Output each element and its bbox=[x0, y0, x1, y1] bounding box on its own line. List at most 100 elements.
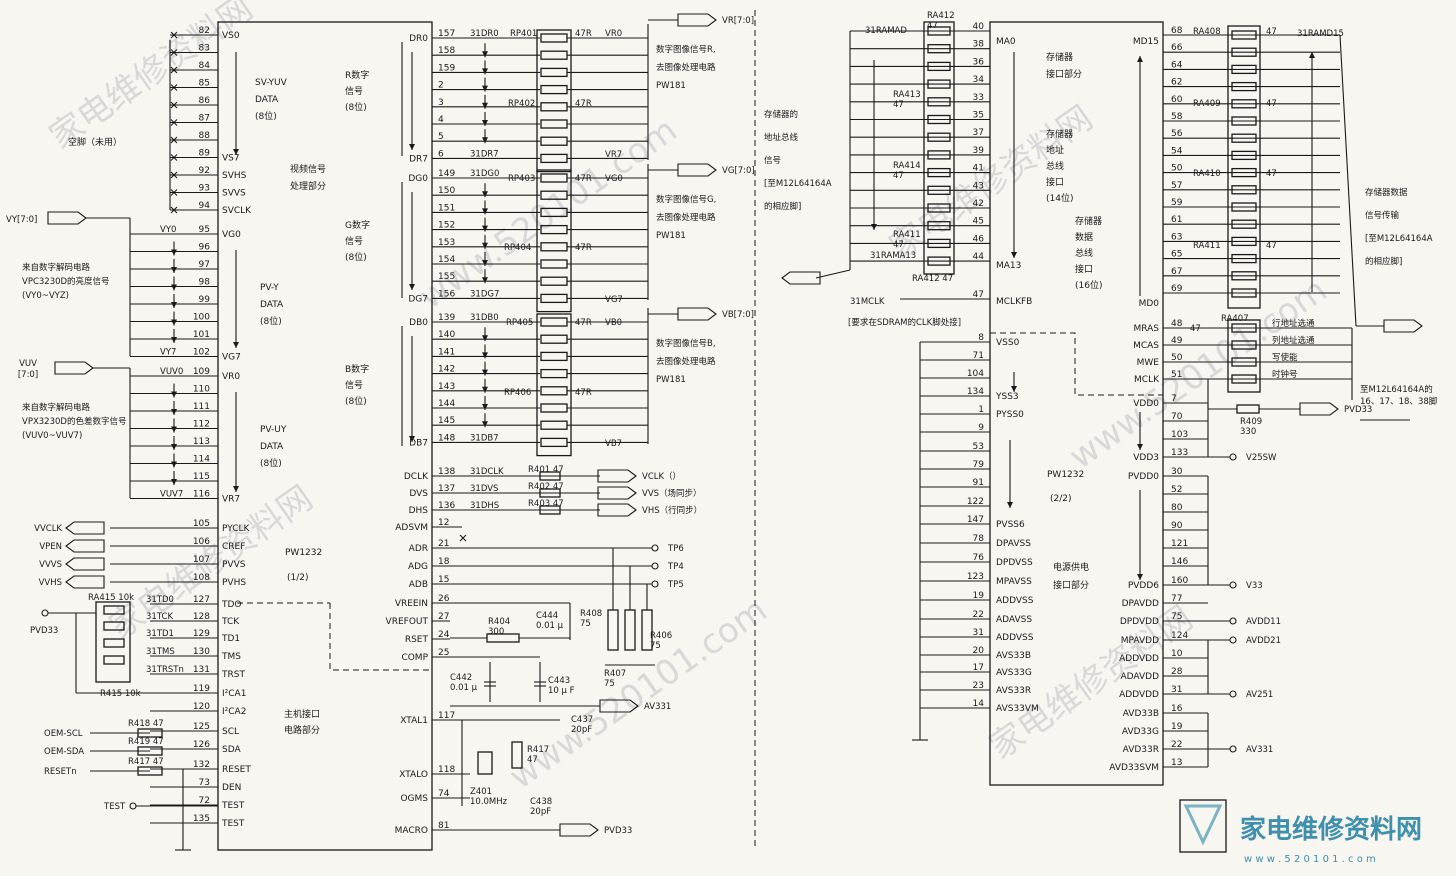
ctrl-network bbox=[1227, 319, 1261, 393]
b-resistor bbox=[540, 386, 568, 396]
pin-number: 80 bbox=[1171, 503, 1183, 513]
vr7-label: VR7 bbox=[605, 150, 622, 160]
pin-number: 46 bbox=[973, 234, 985, 244]
c444-label: C444 bbox=[536, 611, 558, 621]
pin-name: OGMS bbox=[400, 794, 428, 804]
net-label: VY7 bbox=[160, 348, 176, 358]
pin-number: 43 bbox=[973, 181, 984, 191]
ramad13-label: 31RAMA13 bbox=[870, 251, 916, 261]
ra412-label: RA412 bbox=[927, 11, 955, 21]
vg0-label: VG0 bbox=[605, 174, 623, 184]
pin-number: 158 bbox=[438, 46, 455, 56]
right-section-divider bbox=[990, 332, 1163, 396]
vg7-label: VG7 bbox=[605, 295, 623, 305]
ctrl-r47-label: 47 bbox=[1190, 324, 1201, 334]
data-resistor bbox=[1231, 167, 1257, 178]
watermark-text: 家电维修资料网 bbox=[882, 98, 1100, 267]
data-bus-label: 存储器 bbox=[1075, 215, 1102, 227]
logo-url: w w w . 5 2 0 1 0 1 . c o m bbox=[1244, 854, 1376, 865]
vdd-terminal bbox=[1229, 581, 1237, 589]
data-resistor bbox=[1231, 64, 1257, 75]
b-group-label: (8位) bbox=[345, 395, 367, 407]
pin-name: DG7 bbox=[408, 294, 428, 304]
vuv-arrow-head bbox=[171, 426, 177, 433]
net-label: 31DR7 bbox=[470, 149, 499, 159]
data-resistor bbox=[1231, 30, 1257, 40]
rp402-label: RP402 bbox=[508, 99, 535, 109]
pin-name: TD1 bbox=[221, 634, 240, 644]
pin-number: 107 bbox=[193, 555, 210, 565]
g-data-arrow-head bbox=[409, 284, 415, 290]
g-arrow-head bbox=[482, 208, 488, 215]
pin-number: 71 bbox=[973, 351, 984, 361]
no-connect-mark bbox=[170, 171, 178, 179]
pin-name: TCK bbox=[221, 617, 240, 627]
pin-number: 121 bbox=[1171, 539, 1188, 549]
pin-number: 68 bbox=[1171, 26, 1183, 36]
g-arrow-head bbox=[482, 242, 488, 249]
ra415-element bbox=[103, 638, 125, 648]
net-label: VUV0 bbox=[160, 367, 183, 377]
pin-number: 104 bbox=[967, 369, 984, 379]
pin-name: DVS bbox=[409, 489, 428, 499]
pin-number: 91 bbox=[973, 478, 984, 488]
pin-number: 157 bbox=[438, 29, 455, 39]
test-terminal bbox=[129, 802, 137, 810]
no-connect-mark bbox=[170, 66, 178, 74]
pin-number: 44 bbox=[973, 252, 985, 262]
r-resistor bbox=[540, 119, 568, 129]
net-label: 31DG7 bbox=[470, 289, 499, 299]
pin-number: 117 bbox=[438, 711, 455, 721]
pvd33-terminal bbox=[41, 609, 49, 617]
vuv-arrow-head bbox=[171, 409, 177, 415]
vb-bus-connector bbox=[677, 307, 717, 321]
pin-number: 27 bbox=[438, 612, 449, 622]
pin-number: 160 bbox=[1171, 576, 1188, 586]
pin-name: PVDD6 bbox=[1128, 581, 1159, 591]
pin-number: 119 bbox=[193, 684, 210, 694]
pin-number: 84 bbox=[199, 61, 211, 71]
r408-body bbox=[607, 609, 619, 651]
pin-number: 141 bbox=[438, 347, 455, 357]
ra412-label: 47 bbox=[927, 21, 938, 31]
addr-resistor bbox=[927, 61, 951, 72]
ctrl-net-label: VVVS bbox=[39, 560, 62, 570]
pin-name: TMS bbox=[221, 652, 241, 662]
vg-note: 数字图像信号G, bbox=[656, 194, 716, 205]
ctrl-net-label: VVCLK bbox=[34, 524, 62, 534]
pin-name: CREF bbox=[222, 542, 245, 552]
pin-name: MPAVDD bbox=[1121, 636, 1159, 646]
vdd-out-label: AVDD21 bbox=[1246, 636, 1281, 646]
ra413-label: 47 bbox=[893, 100, 904, 110]
pin-number: 139 bbox=[438, 313, 455, 323]
rp405-label: RP405 bbox=[506, 318, 533, 328]
pin-number: 149 bbox=[438, 169, 455, 179]
pin-number: 41 bbox=[973, 164, 984, 174]
r-network bbox=[536, 29, 572, 173]
b-group-label: 信号 bbox=[345, 379, 363, 391]
pin-number: 122 bbox=[967, 497, 984, 507]
g-arrow-head bbox=[482, 225, 488, 232]
pin-name: DHS bbox=[409, 506, 429, 516]
pin-number: 143 bbox=[438, 382, 455, 392]
r-resistor bbox=[540, 102, 568, 112]
no-connect-mark bbox=[459, 534, 467, 542]
vdd-out-label: V33 bbox=[1246, 581, 1263, 591]
addr-bus-label: 总线 bbox=[1046, 160, 1064, 172]
r409-label: R409 bbox=[1240, 417, 1262, 427]
sv-group-label: (8位) bbox=[255, 110, 277, 122]
pin-number: 24 bbox=[438, 630, 450, 640]
ma0-label: MA0 bbox=[996, 37, 1016, 47]
pin-name: DG0 bbox=[408, 174, 428, 184]
addr-resistor bbox=[927, 114, 951, 125]
jtag-net-label: 31TD0 bbox=[146, 595, 174, 605]
net-label: 31DR0 bbox=[470, 29, 499, 39]
vr-bus-connector bbox=[677, 13, 717, 27]
r-arrow-head bbox=[482, 51, 488, 58]
b-resistor bbox=[540, 317, 568, 327]
r-group-label: 信号 bbox=[345, 85, 363, 97]
pin-name: SCL bbox=[222, 727, 239, 737]
ctrl-signal-connector bbox=[65, 539, 105, 553]
